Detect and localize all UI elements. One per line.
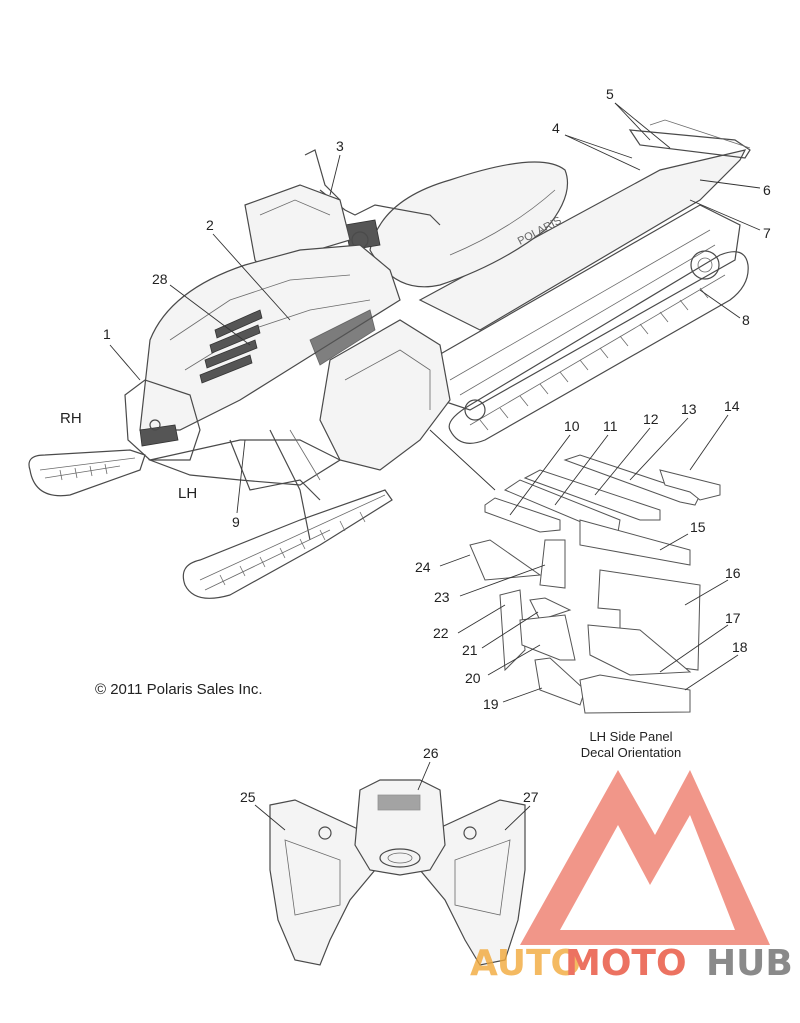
watermark-text-auto: AUTO (470, 943, 581, 984)
callout-4: 4 (552, 120, 560, 136)
decal-22 (499, 589, 526, 672)
decal-20 (519, 614, 576, 661)
decal-23 (539, 539, 566, 589)
orientation-note-line2: Decal Orientation (581, 745, 681, 760)
callout-18: 18 (732, 639, 748, 655)
console-illustration (269, 779, 526, 966)
copyright-text: © 2011 Polaris Sales Inc. (95, 681, 263, 698)
decal-15 (579, 519, 691, 566)
callout-5: 5 (606, 86, 614, 102)
callout-20: 20 (465, 670, 481, 686)
lh-side-label: LH (178, 485, 197, 502)
watermark-text-moto: MOTO (565, 943, 687, 984)
callout-12: 12 (643, 411, 659, 427)
callout-3: 3 (336, 138, 344, 154)
decal-12 (523, 469, 661, 521)
callout-7: 7 (763, 225, 771, 241)
callout-1: 1 (103, 326, 111, 342)
callout-22: 22 (433, 625, 449, 641)
callout-25: 25 (240, 789, 256, 805)
decal-10 (484, 497, 561, 533)
decal-layout (469, 454, 721, 714)
callout-27: 27 (523, 789, 539, 805)
callout-28: 28 (152, 271, 168, 287)
decal-13 (563, 454, 701, 506)
callout-14: 14 (724, 398, 740, 414)
callout-13: 13 (681, 401, 697, 417)
callout-23: 23 (434, 589, 450, 605)
decal-18 (579, 674, 691, 714)
snowmobile-illustration: POLARIS (28, 119, 751, 599)
callout-9: 9 (232, 514, 240, 530)
decal-14 (659, 469, 721, 501)
rh-side-label: RH (60, 410, 82, 427)
callout-26: 26 (423, 745, 439, 761)
decal-17 (587, 624, 692, 676)
callout-10: 10 (564, 418, 580, 434)
decal-19 (534, 657, 586, 706)
callout-19: 19 (483, 696, 499, 712)
callout-24: 24 (415, 559, 431, 575)
automotohub-watermark: AUTO MOTO HUB (470, 770, 793, 984)
leader-lines (109, 102, 761, 831)
orientation-note-line1: LH Side Panel (589, 729, 672, 744)
callout-16: 16 (725, 565, 741, 581)
callout-2: 2 (206, 217, 214, 233)
watermark-text-hub: HUB (706, 943, 793, 984)
callout-11: 11 (603, 418, 618, 434)
callout-6: 6 (763, 182, 771, 198)
callout-numbers: 1 2 3 4 5 6 7 8 9 10 11 12 13 14 15 16 1… (103, 86, 771, 805)
callout-21: 21 (462, 642, 478, 658)
callout-8: 8 (742, 312, 750, 328)
callout-17: 17 (725, 610, 741, 626)
decal-24 (469, 539, 542, 581)
watermark-logo-triangle (520, 770, 770, 945)
callout-15: 15 (690, 519, 706, 535)
